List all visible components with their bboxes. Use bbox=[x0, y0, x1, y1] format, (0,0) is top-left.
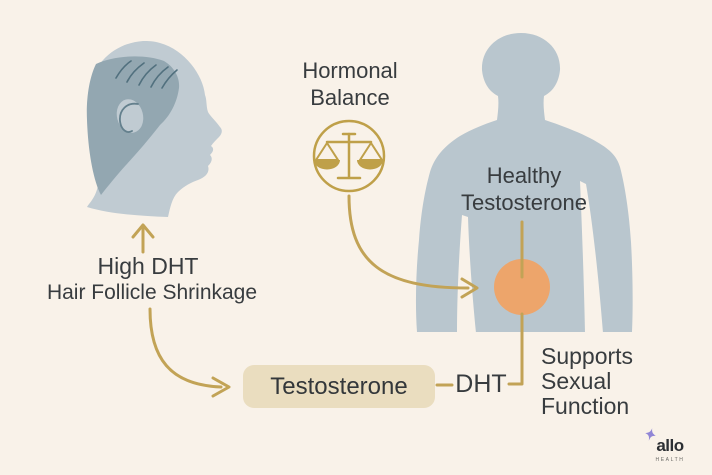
brand-logo: allo HEALTH bbox=[644, 428, 696, 463]
hormonal-balance-label: Hormonal Balance bbox=[302, 58, 398, 110]
dht-label: DHT bbox=[455, 370, 507, 398]
logo-wordmark: allo bbox=[656, 436, 684, 455]
torso-silhouette bbox=[415, 33, 633, 332]
high-dht-label: High DHT bbox=[97, 253, 199, 279]
organ-dot-icon bbox=[494, 259, 550, 315]
connector-line bbox=[507, 312, 524, 386]
balance-scale-icon bbox=[312, 119, 386, 193]
hair-strand-lines bbox=[115, 60, 178, 89]
sparkle-icon bbox=[645, 428, 656, 441]
testosterone-box: Testosterone bbox=[243, 365, 435, 408]
up-arrow-icon bbox=[131, 223, 155, 254]
supports-sexual-function-label: Supports Sexual Function bbox=[541, 343, 634, 419]
armpit-gap-left bbox=[457, 215, 476, 333]
ear-icon bbox=[116, 99, 144, 133]
logo-tagline: HEALTH bbox=[655, 457, 685, 463]
armpit-gap-right bbox=[580, 181, 603, 333]
curved-arrow-icon bbox=[347, 194, 479, 299]
male-torso-icon bbox=[415, 33, 633, 333]
flow-lines bbox=[131, 194, 524, 398]
hair-follicle-shrinkage-label: Hair Follicle Shrinkage bbox=[46, 281, 258, 304]
testosterone-box-label: Testosterone bbox=[270, 373, 408, 400]
balding-head-profile-icon bbox=[86, 41, 222, 217]
curved-arrow-icon bbox=[148, 307, 231, 398]
healthy-testosterone-label: Healthy Testosterone bbox=[461, 163, 587, 215]
